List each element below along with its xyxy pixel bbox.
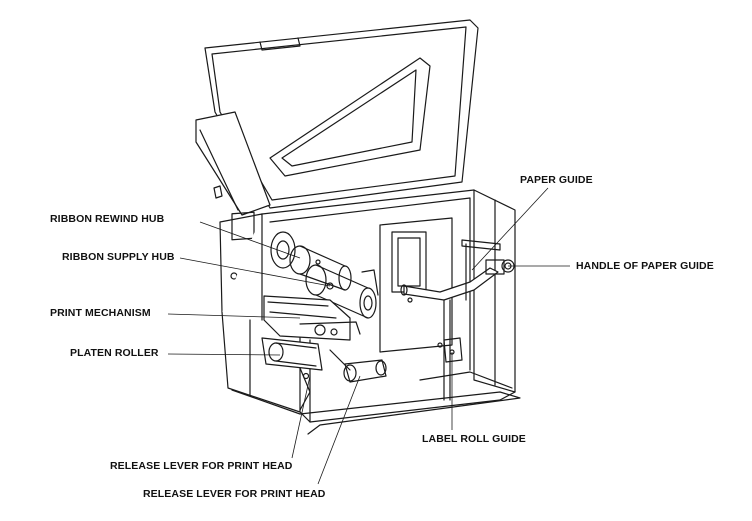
platen-roller-shape xyxy=(261,337,323,411)
leader-lines xyxy=(167,187,570,485)
label-label-roll-guide: LABEL ROLL GUIDE xyxy=(422,433,526,445)
label-handle-of-paper-guide: HANDLE OF PAPER GUIDE xyxy=(576,260,714,272)
label-release-lever-for-print-head-2: RELEASE LEVER FOR PRINT HEAD xyxy=(143,488,326,500)
print-mechanism-shape xyxy=(263,295,361,341)
release-lever-shape xyxy=(329,349,387,383)
label-ribbon-supply-hub: RIBBON SUPPLY HUB xyxy=(62,251,175,263)
ribbon-supply-hub-shape xyxy=(305,264,379,319)
leader-print-mechanism xyxy=(167,313,301,319)
leader-ribbon-rewind-hub xyxy=(199,221,301,259)
leader-platen-roller xyxy=(167,353,281,356)
center-plate xyxy=(379,217,453,353)
label-paper-guide: PAPER GUIDE xyxy=(520,174,593,186)
leader-release-lever-1 xyxy=(291,375,311,459)
top-cover xyxy=(204,19,479,209)
label-ribbon-rewind-hub: RIBBON REWIND HUB xyxy=(50,213,165,225)
leader-paper-guide xyxy=(471,187,549,271)
label-platen-roller: PLATEN ROLLER xyxy=(70,347,159,359)
leader-release-lever-2 xyxy=(317,375,361,485)
paper-guide-shape xyxy=(400,239,501,401)
label-release-lever-for-print-head-1: RELEASE LEVER FOR PRINT HEAD xyxy=(110,460,293,472)
label-print-mechanism: PRINT MECHANISM xyxy=(50,307,151,319)
leader-ribbon-supply-hub xyxy=(179,257,331,287)
